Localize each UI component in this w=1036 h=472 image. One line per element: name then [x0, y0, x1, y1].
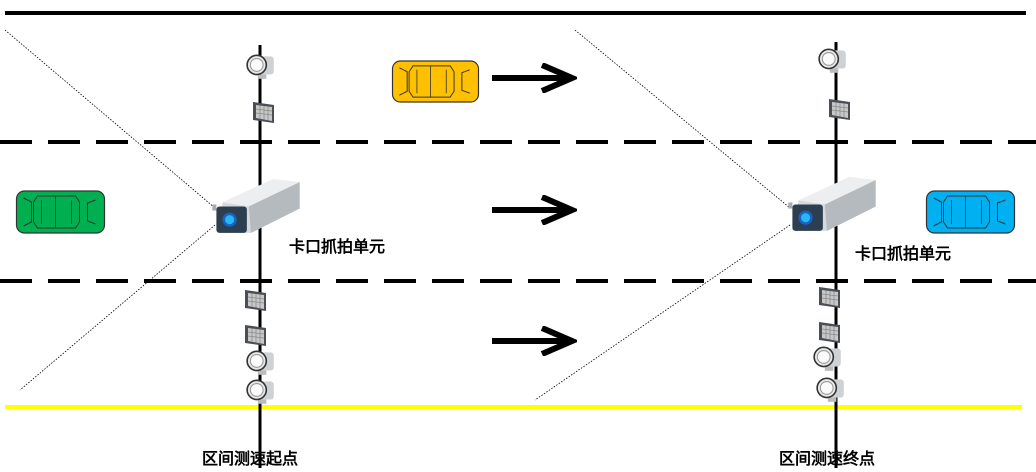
car-blue [925, 190, 1016, 234]
flash-lamp-icon [828, 98, 851, 121]
camera-icon [212, 179, 300, 233]
flash-lamp-icon [252, 101, 275, 124]
flash-lamp-icon [818, 321, 841, 344]
floodlight-icon [818, 48, 847, 74]
floodlight-icon [246, 54, 275, 80]
end-point-label: 区间测速终点 [779, 449, 876, 468]
flash-lamp-icon [244, 324, 267, 347]
floodlight-icon [816, 377, 845, 403]
camera-fov-line [574, 29, 791, 209]
camera-icon [788, 177, 876, 231]
start-point-label: 区间测速起点 [202, 449, 299, 468]
capture-unit-label-end: 卡口抓拍单元 [855, 244, 952, 263]
flash-lamp-icon [818, 286, 841, 309]
camera-fov-line [4, 29, 216, 209]
car-yellow [391, 60, 480, 103]
floodlight-icon [246, 379, 275, 405]
camera-fov-line [19, 224, 216, 391]
car-green [15, 190, 106, 234]
flash-lamp-icon [244, 289, 267, 312]
capture-unit-label-start: 卡口抓拍单元 [289, 237, 386, 256]
arrow-right-icon [492, 197, 572, 223]
camera-fov-line [534, 224, 791, 401]
arrow-right-icon [492, 328, 572, 354]
floodlight-icon [246, 350, 275, 376]
arrow-right-icon [492, 65, 572, 91]
